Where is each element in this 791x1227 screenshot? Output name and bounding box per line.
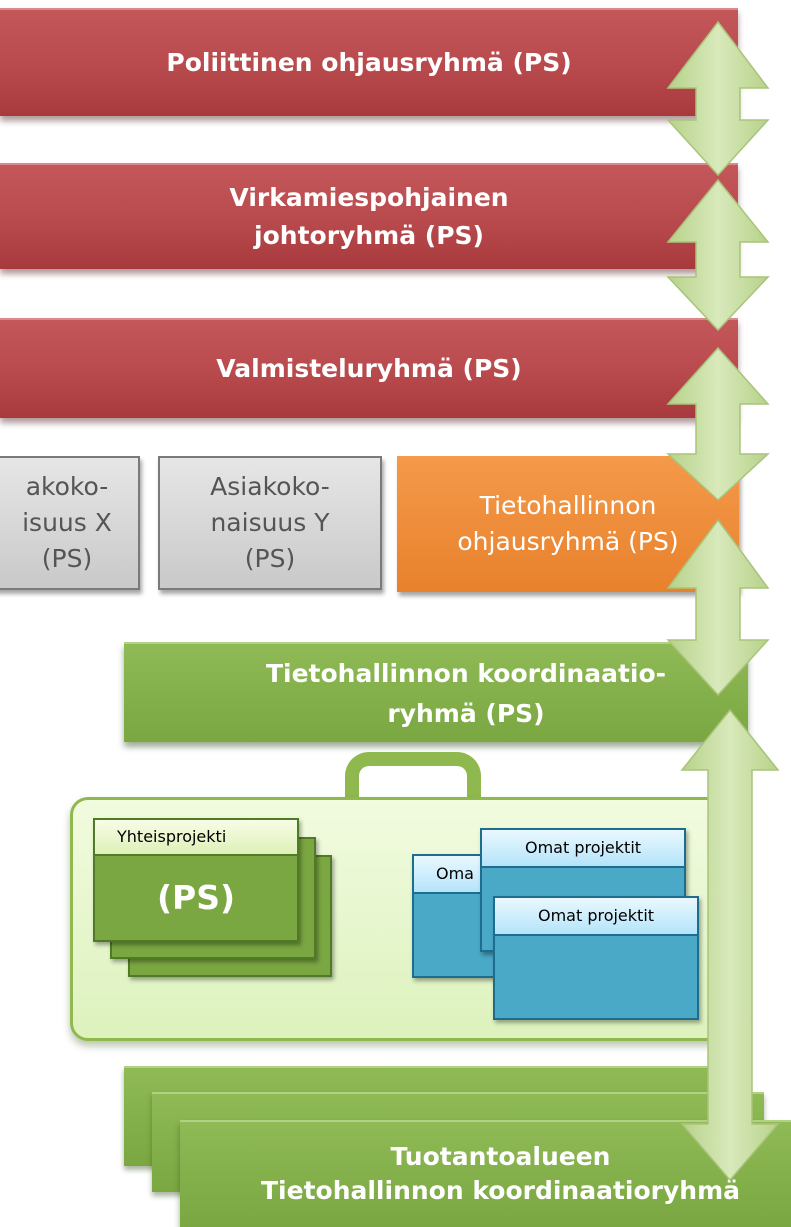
tuotantoalueen-koordinaatioryhma-bar: Tuotantoalueen Tietohallinnon koordinaat… xyxy=(180,1120,791,1227)
double-arrow-1-icon xyxy=(666,20,770,177)
yhteisprojekti-label: Yhteisprojekti xyxy=(95,820,297,856)
double-arrow-2-icon xyxy=(666,178,770,332)
double-arrow-5-icon xyxy=(680,708,780,1182)
tuotanto-line2: Tietohallinnon koordinaatioryhmä xyxy=(260,1176,741,1205)
koordinaatio-line1: Tietohallinnon koordinaatio- xyxy=(265,659,667,688)
virkamies-label-line2: johtoryhmä (PS) xyxy=(254,221,484,250)
asiakokonaisuus-x-line2: isuus X xyxy=(22,508,112,537)
asiakokonaisuus-x-line1: akoko- xyxy=(25,472,109,501)
koordinaatio-line2: ryhmä (PS) xyxy=(387,699,545,728)
valmisteluryhma-label: Valmisteluryhmä (PS) xyxy=(216,354,522,383)
briefcase-handle xyxy=(345,752,481,802)
valmisteluryhma-bar: Valmisteluryhmä (PS) xyxy=(0,318,738,418)
poliittinen-ohjausryhma-bar: Poliittinen ohjausryhmä (PS) xyxy=(0,8,738,116)
tietohallinnon-koordinaatioryhma-bar: Tietohallinnon koordinaatio- ryhmä (PS) xyxy=(124,642,748,742)
asiakokonaisuus-y-line3: (PS) xyxy=(244,544,296,573)
asiakokonaisuus-y-box: Asiakoko- naisuus Y (PS) xyxy=(158,456,382,590)
tuotanto-line1: Tuotantoalueen xyxy=(390,1142,611,1171)
omat-projektit-card-front: Omat projektit xyxy=(493,896,699,1020)
omat-projektit-mid-label: Omat projektit xyxy=(482,830,684,868)
asiakokonaisuus-y-line1: Asiakoko- xyxy=(210,472,330,501)
virkamiespohjainen-johtoryhma-bar: Virkamiespohjainen johtoryhmä (PS) xyxy=(0,163,738,269)
double-arrow-3-icon xyxy=(666,346,770,502)
tietohallinnon-ohjausryhma-line2: ohjausryhmä (PS) xyxy=(457,527,679,556)
omat-projektit-front-label: Omat projektit xyxy=(495,898,697,936)
asiakokonaisuus-x-box: akoko- isuus X (PS) xyxy=(0,456,140,590)
yhteisprojekti-card-front: Yhteisprojekti (PS) xyxy=(93,818,299,942)
tietohallinnon-ohjausryhma-line1: Tietohallinnon xyxy=(479,491,657,520)
yhteisprojekti-ps-label: (PS) xyxy=(156,878,236,917)
asiakokonaisuus-x-line3: (PS) xyxy=(41,544,93,573)
asiakokonaisuus-y-line2: naisuus Y xyxy=(210,508,330,537)
virkamies-label-line1: Virkamiespohjainen xyxy=(229,183,509,212)
double-arrow-4-icon xyxy=(666,518,770,697)
poliittinen-ohjausryhma-label: Poliittinen ohjausryhmä (PS) xyxy=(166,48,572,77)
